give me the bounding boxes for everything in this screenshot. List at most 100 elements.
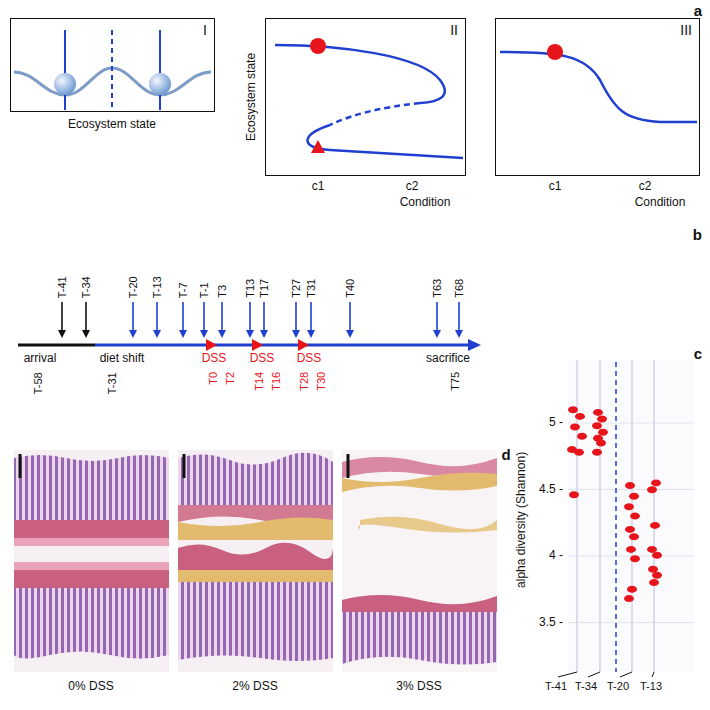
diversity-plot-part-part: [626, 546, 636, 553]
treatment-time: T30: [315, 372, 328, 391]
histology-image-part: [19, 454, 22, 478]
histology-image-part: [14, 455, 169, 520]
bistability-sketch: [14, 30, 211, 110]
timeline: [18, 302, 481, 351]
sampling-time: T13: [244, 279, 257, 298]
event-time: T-31: [106, 372, 119, 394]
fold-curve-part: [275, 45, 445, 103]
diversity-plot-part: [615, 362, 617, 672]
histology-image: [14, 450, 169, 672]
sampling-time: T27: [290, 279, 303, 298]
event-time: T-58: [32, 372, 45, 394]
axis-label: c2: [639, 180, 652, 194]
timeline-part: [298, 339, 309, 351]
diversity-plot-part: [558, 672, 577, 677]
axis-label: 3.5 -: [539, 616, 563, 630]
timeline-part: [436, 302, 438, 336]
histology-image-part: [342, 473, 497, 492]
axis-label: Condition: [635, 196, 686, 210]
timeline-part: [458, 302, 460, 336]
timeline-part: [18, 344, 95, 347]
diversity-plot-part-part: [647, 546, 657, 553]
diversity-plot-part-part: [652, 552, 662, 559]
sampling-time: T3: [216, 285, 229, 298]
diversity-plot-part: [576, 360, 578, 672]
bistability-sketch-part: [111, 30, 113, 110]
diversity-plot-part-part: [592, 422, 602, 429]
sampling-time: T-13: [151, 276, 164, 298]
panel-letter: c: [694, 345, 702, 362]
treatment-time: T0: [207, 372, 220, 385]
histology-image-part: [358, 517, 497, 533]
histology-image-part: [178, 450, 333, 672]
diversity-plot-part-part: [575, 413, 585, 420]
image-caption: 0% DSS: [68, 680, 113, 694]
histology-image-part: [178, 543, 333, 570]
diversity-plot-part-part: [649, 579, 659, 586]
diversity-plot-part: [568, 360, 694, 672]
panel-letter: a: [694, 2, 702, 19]
panel-letter: d: [501, 446, 510, 463]
timeline-part: [310, 302, 312, 336]
bistability-sketch-part: [149, 73, 171, 95]
diversity-plot-part-part: [629, 493, 639, 500]
event-time: T75: [449, 372, 462, 391]
axis-label: T-34: [575, 680, 597, 693]
axis-label: 4 -: [549, 549, 563, 563]
diversity-plot-part: [620, 672, 632, 677]
histology-image: [342, 450, 497, 672]
timeline-part: [295, 302, 297, 336]
diversity-plot-part: [588, 672, 600, 677]
diversity-plot-part-part: [647, 486, 657, 493]
diversity-plot-part-part: [629, 533, 639, 540]
sampling-time: T-1: [198, 282, 211, 298]
diversity-plot-part-part: [625, 482, 635, 489]
event-label: sacrifice: [426, 352, 470, 366]
diversity-plot-part-part: [568, 406, 578, 413]
diversity-plot-part-part: [596, 440, 606, 447]
timeline-part: [221, 302, 223, 336]
sampling-time: T31: [305, 279, 318, 298]
timeline-part: [249, 302, 251, 336]
diversity-plot-part-part: [648, 566, 658, 573]
diversity-plot-part-part: [569, 491, 579, 498]
treatment-time: T16: [270, 372, 283, 391]
panel-numeral: III: [680, 22, 692, 38]
diversity-plot-part: [567, 406, 662, 602]
sampling-time: T-7: [177, 282, 190, 298]
axis-label: c1: [312, 180, 325, 194]
diversity-plot-part-part: [627, 586, 637, 593]
histology-image-part: [178, 517, 333, 540]
fold-curve-part: [330, 103, 420, 125]
timeline-part: [206, 339, 217, 351]
diversity-plot-part-part: [577, 433, 587, 440]
diversity-plot-part-part: [630, 513, 640, 520]
histology-image-part: [342, 595, 497, 612]
timeline-part: [95, 344, 470, 347]
panel-letter: b: [693, 226, 702, 243]
diversity-plot-part-part: [593, 409, 603, 416]
image-caption: 3% DSS: [396, 680, 441, 694]
sigmoid-curve-part: [547, 44, 563, 60]
treatment-time: T28: [298, 372, 311, 391]
timeline-part: [263, 302, 265, 336]
histology-image: [178, 450, 333, 672]
histology-image-part: [342, 450, 497, 672]
axis-label: T-13: [640, 680, 662, 693]
diversity-plot-part-part: [651, 479, 661, 486]
axis-label: Condition: [400, 196, 451, 210]
axis-label: Ecosystem state: [68, 118, 156, 132]
histology-image-part: [183, 454, 186, 478]
diversity-plot: [558, 360, 694, 677]
histology-image-part: [14, 520, 169, 538]
histology-image-part: [14, 538, 169, 546]
axis-label: Ecosystem state: [245, 53, 259, 141]
panel-numeral: II: [450, 22, 458, 38]
histology-image-part: [178, 453, 333, 505]
diversity-plot-part-part: [570, 424, 580, 431]
diversity-plot-part-part: [592, 449, 602, 456]
histology-image-part: [14, 570, 169, 588]
bistability-sketch-part: [64, 30, 66, 110]
timeline-part: [156, 302, 158, 336]
